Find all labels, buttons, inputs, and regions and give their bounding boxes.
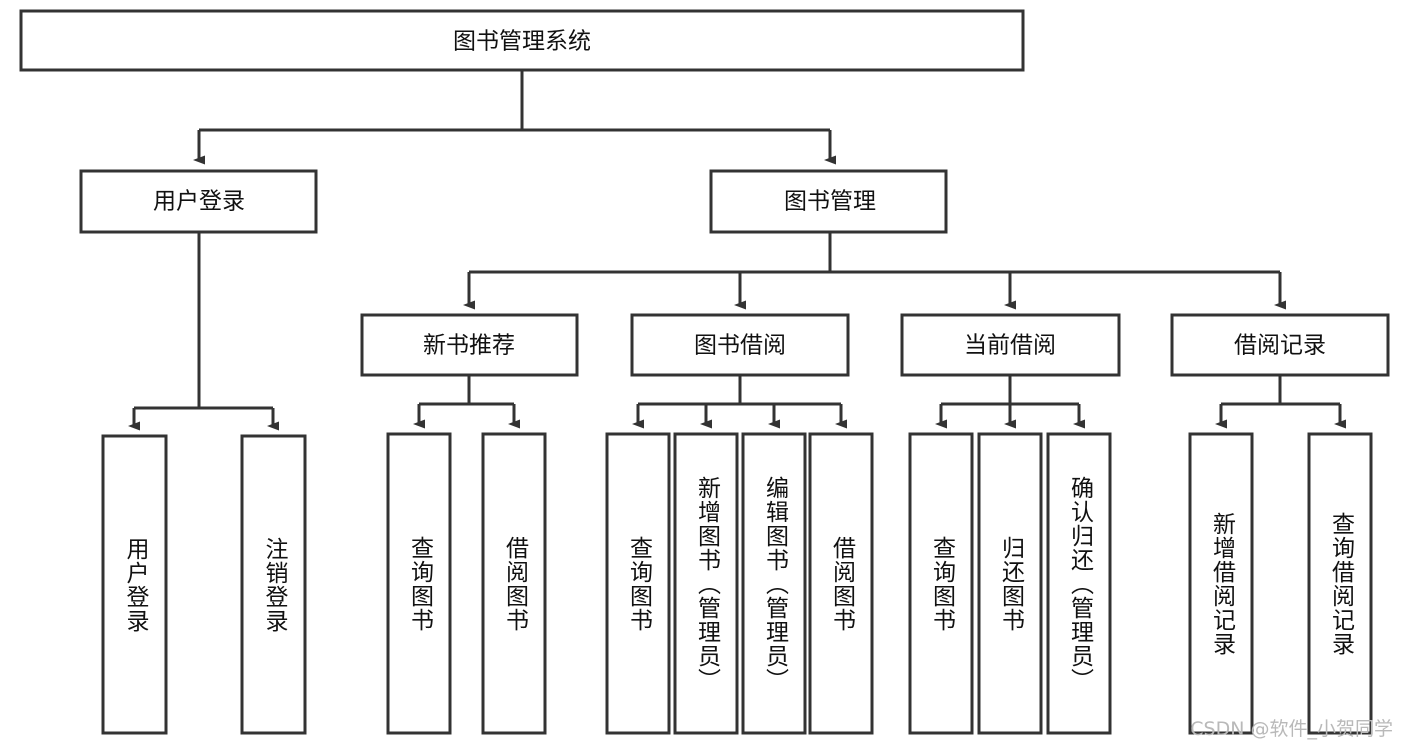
connector-userlogin-to-leaves (128, 232, 279, 431)
leaf-box-return-book[interactable] (977, 432, 1043, 735)
leaf-box-user-login[interactable] (101, 434, 168, 735)
node-root-label: 图书管理系统 (453, 29, 591, 55)
connector-bookmgmt-to-level3 (463, 232, 1286, 310)
node-root[interactable]: 图书管理系统 (19, 9, 1025, 72)
node-borrow-record-label: 借阅记录 (1234, 333, 1326, 359)
leaf-box-logout[interactable] (240, 434, 307, 735)
connector-record-to-leaves (1215, 375, 1346, 429)
connector-borrow-to-leaves (632, 375, 847, 429)
connector-current-to-leaves (935, 375, 1085, 429)
leaf-box-borrow-book[interactable] (808, 432, 874, 735)
leaf-box-query-book-rec[interactable] (386, 432, 452, 735)
node-book-management[interactable]: 图书管理 (709, 169, 948, 234)
leaf-box-query-book-current[interactable] (908, 432, 974, 735)
node-new-book-recommend[interactable]: 新书推荐 (360, 313, 579, 377)
leaf-box-add-borrow-record[interactable] (1188, 432, 1254, 735)
leaf-box-borrow-book-rec[interactable] (481, 432, 547, 735)
csdn-watermark: CSDN @软件_小贺同学 (1190, 718, 1393, 740)
leaf-box-confirm-return-admin[interactable] (1046, 432, 1112, 735)
leaf-box-query-borrow-record[interactable] (1307, 432, 1373, 735)
node-current-borrow[interactable]: 当前借阅 (900, 313, 1121, 377)
leaf-box-query-book-borrow[interactable] (605, 432, 671, 735)
node-new-book-recommend-label: 新书推荐 (423, 333, 515, 359)
node-borrow-record[interactable]: 借阅记录 (1170, 313, 1390, 377)
node-book-management-label: 图书管理 (784, 189, 876, 215)
leaf-box-edit-book-admin[interactable] (741, 432, 807, 735)
node-book-borrow-label: 图书借阅 (694, 333, 786, 359)
node-user-login-label: 用户登录 (153, 189, 245, 215)
connector-newbook-to-leaves (413, 375, 520, 429)
node-book-borrow[interactable]: 图书借阅 (630, 313, 850, 377)
node-user-login[interactable]: 用户登录 (79, 169, 318, 234)
connector-root-to-level2 (193, 70, 836, 165)
node-current-borrow-label: 当前借阅 (964, 333, 1056, 359)
leaf-box-add-book-admin[interactable] (673, 432, 739, 735)
